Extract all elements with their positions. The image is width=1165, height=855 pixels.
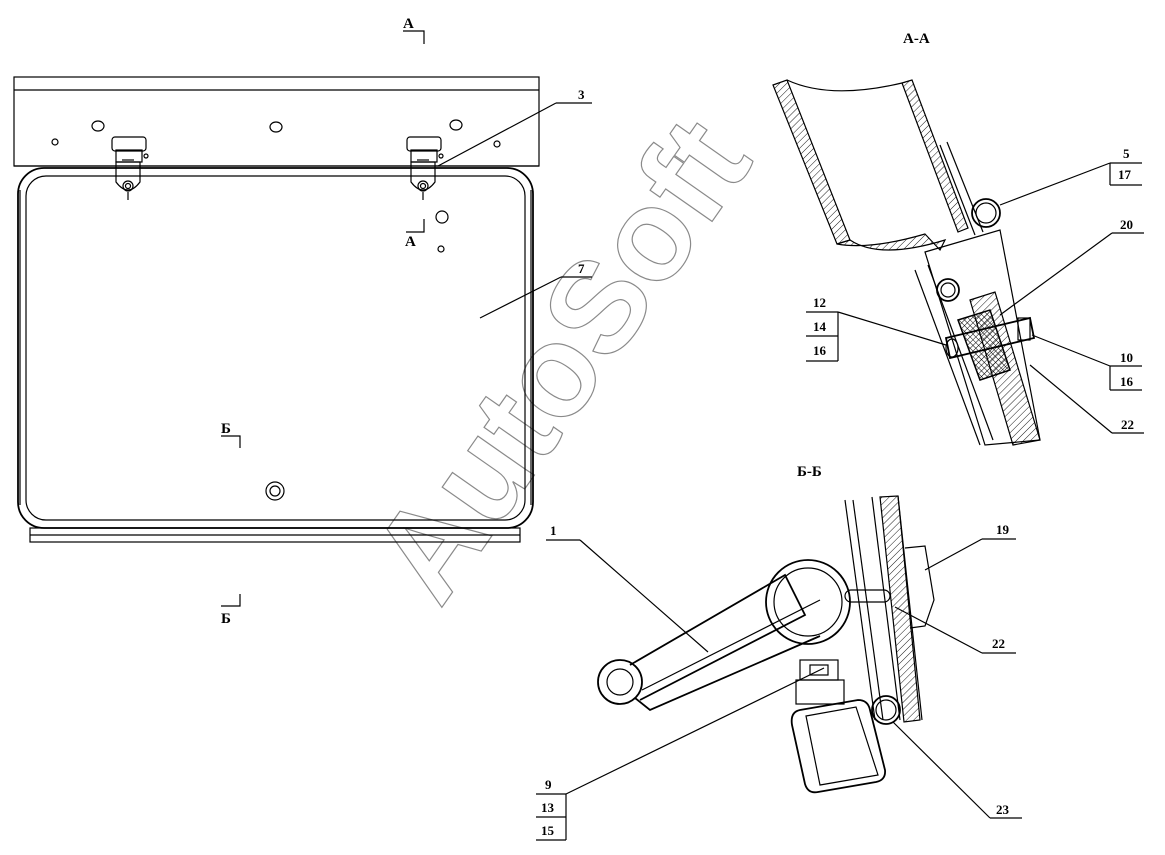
section-title-b-b: Б-Б <box>797 464 822 480</box>
callout-16a: 16 <box>813 343 827 358</box>
callout-17: 17 <box>1118 167 1132 182</box>
hole <box>435 210 449 224</box>
hinge-pin <box>971 198 1001 228</box>
section-a-a: А-А 5 17 20 <box>772 31 1144 446</box>
callout-13: 13 <box>541 800 555 815</box>
lock-hole <box>265 481 285 501</box>
hole <box>449 119 463 131</box>
callout-12: 12 <box>813 295 826 310</box>
callout-19: 19 <box>996 522 1010 537</box>
hole <box>493 140 501 148</box>
section-mark-a-top: А <box>403 16 414 32</box>
callout-1: 1 <box>550 523 557 538</box>
callout-7: 7 <box>578 261 585 276</box>
callout-22b: 22 <box>992 636 1005 651</box>
callout-23: 23 <box>996 802 1010 817</box>
callout-16b: 16 <box>1120 374 1134 389</box>
hole <box>91 120 105 132</box>
callout-14: 14 <box>813 319 827 334</box>
callout-3: 3 <box>578 87 585 102</box>
callout-10: 10 <box>1120 350 1133 365</box>
callout-9: 9 <box>545 777 552 792</box>
hole <box>51 138 59 146</box>
hole <box>269 121 283 133</box>
main-view: А А Б Б 3 7 <box>13 16 592 627</box>
hinge-left <box>111 136 149 200</box>
section-mark-b-mid: Б <box>221 421 231 437</box>
ring <box>765 559 851 645</box>
section-mark-a-mid: А <box>405 234 416 250</box>
callout-5: 5 <box>1123 146 1130 161</box>
hinge-right <box>406 136 444 200</box>
section-title-a-a: А-А <box>903 31 930 47</box>
callout-15: 15 <box>541 823 555 838</box>
callout-22a: 22 <box>1121 417 1134 432</box>
callout-20: 20 <box>1120 217 1133 232</box>
hole <box>437 245 445 253</box>
section-b-b: Б-Б 1 19 <box>536 464 1022 841</box>
watermark: AutoSoft <box>343 93 777 626</box>
section-mark-b-bottom: Б <box>221 611 231 627</box>
